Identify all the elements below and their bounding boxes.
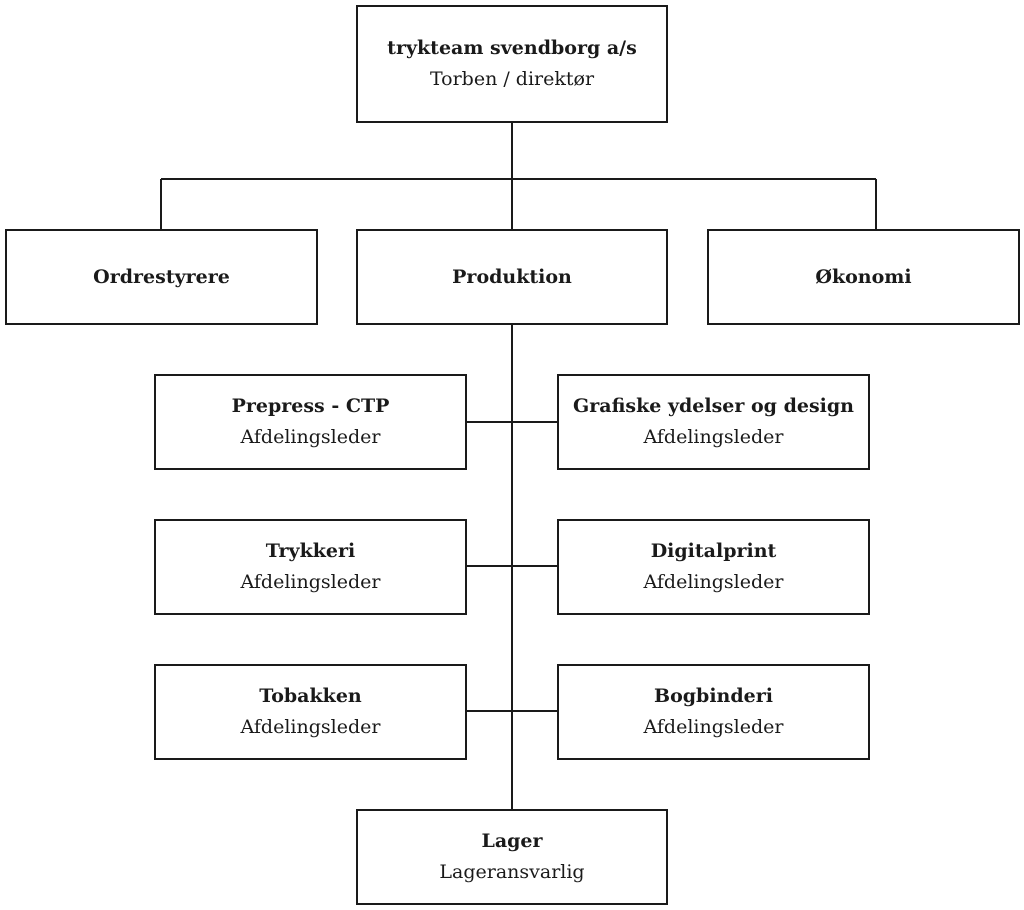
org-box-subtitle: Afdelingsleder bbox=[240, 426, 381, 448]
org-box-title: Lager bbox=[481, 830, 543, 852]
org-box-trykkeri: Trykkeri Afdelingsleder bbox=[154, 519, 467, 615]
org-box-subtitle: Afdelingsleder bbox=[643, 571, 784, 593]
org-box-title: Grafiske ydelser og design bbox=[573, 395, 854, 417]
org-box-title: Digitalprint bbox=[650, 540, 777, 562]
org-box-okonomi: Økonomi bbox=[707, 229, 1020, 325]
org-box-lager: Lager Lageransvarlig bbox=[356, 809, 668, 905]
org-box-subtitle: Afdelingsleder bbox=[643, 426, 784, 448]
org-box-ordrestyrere: Ordrestyrere bbox=[5, 229, 318, 325]
org-box-subtitle: Torben / direktør bbox=[429, 68, 595, 90]
org-box-bogbinderi: Bogbinderi Afdelingsleder bbox=[557, 664, 870, 760]
org-box-title: Produktion bbox=[452, 266, 572, 288]
org-box-produktion: Produktion bbox=[356, 229, 668, 325]
org-box-director: trykteam svendborg a/s Torben / direktør bbox=[356, 5, 668, 123]
org-box-digitalprint: Digitalprint Afdelingsleder bbox=[557, 519, 870, 615]
org-box-title: Prepress - CTP bbox=[231, 395, 390, 417]
org-box-title: Bogbinderi bbox=[654, 685, 773, 707]
org-box-subtitle: Afdelingsleder bbox=[240, 716, 381, 738]
org-box-subtitle: Afdelingsleder bbox=[643, 716, 784, 738]
org-box-subtitle: Afdelingsleder bbox=[240, 571, 381, 593]
org-box-title: trykteam svendborg a/s bbox=[387, 37, 637, 59]
org-box-title: Tobakken bbox=[259, 685, 362, 707]
org-box-subtitle: Lageransvarlig bbox=[439, 861, 585, 883]
org-box-prepress: Prepress - CTP Afdelingsleder bbox=[154, 374, 467, 470]
org-box-title: Trykkeri bbox=[265, 540, 356, 562]
org-box-tobakken: Tobakken Afdelingsleder bbox=[154, 664, 467, 760]
org-box-title: Økonomi bbox=[815, 266, 912, 288]
org-box-title: Ordrestyrere bbox=[93, 266, 230, 288]
org-box-grafiske: Grafiske ydelser og design Afdelingslede… bbox=[557, 374, 870, 470]
